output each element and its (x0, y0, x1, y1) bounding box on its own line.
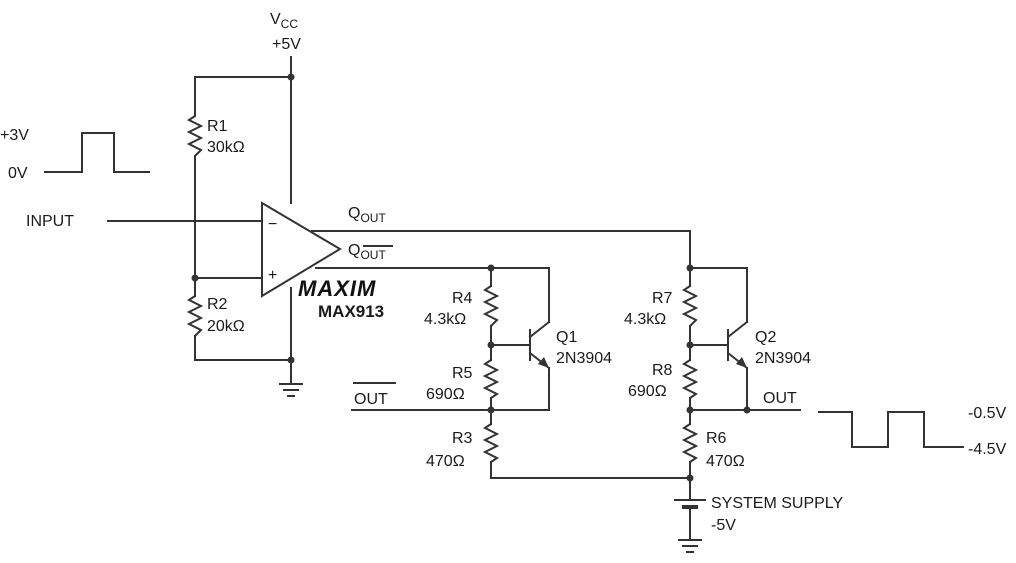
resistor-r1 (186, 115, 204, 157)
system-supply-value: -5V (711, 517, 736, 534)
junction-gnd (287, 356, 295, 364)
r3-value: 470Ω (426, 453, 465, 470)
inverting-pin-label: − (268, 216, 277, 233)
r5-name: R5 (452, 365, 473, 382)
ground-symbol-ic (279, 383, 303, 397)
q1-name: Q1 (556, 329, 577, 346)
q1-part: 2N3904 (556, 350, 612, 367)
input-low-level: 0V (8, 165, 28, 182)
noninverting-pin-label: + (268, 267, 277, 284)
resistor-r3 (482, 423, 500, 463)
resistor-r4 (482, 285, 500, 327)
input-high-level: +3V (0, 127, 29, 144)
q-outbar-label: QOUT (348, 242, 386, 262)
outbar-label: OUT (354, 391, 388, 408)
r3-name: R3 (452, 430, 473, 447)
resistor-r7 (681, 285, 699, 327)
ic-part-number: MAX913 (318, 302, 384, 321)
r1-name: R1 (207, 118, 228, 135)
r2-value: 20kΩ (207, 318, 245, 335)
resistor-r6 (681, 423, 699, 463)
q2-part: 2N3904 (755, 350, 811, 367)
r8-name: R8 (652, 362, 673, 379)
r2-name: R2 (207, 296, 228, 313)
resistor-r2 (186, 295, 204, 337)
q-out-label: QOUT (348, 205, 386, 225)
resistor-r5 (482, 359, 500, 399)
r4-name: R4 (452, 290, 473, 307)
output-low-level: -4.5V (968, 441, 1007, 458)
r6-name: R6 (706, 430, 727, 447)
r8-value: 690Ω (628, 383, 667, 400)
maxim-logo: MAXIM (298, 276, 376, 301)
resistor-r8 (681, 359, 699, 399)
output-high-level: -0.5V (968, 405, 1007, 422)
ground-symbol-supply (678, 539, 702, 553)
output-waveform (818, 411, 964, 448)
r4-value: 4.3kΩ (424, 311, 466, 328)
vcc-value: +5V (272, 36, 301, 53)
r7-value: 4.3kΩ (624, 311, 666, 328)
system-supply-label: SYSTEM SUPPLY (711, 495, 844, 512)
r7-name: R7 (652, 290, 673, 307)
r1-value: 30kΩ (207, 139, 245, 156)
r5-value: 690Ω (426, 386, 465, 403)
out-label: OUT (763, 390, 797, 407)
battery-symbol (674, 499, 706, 509)
q2-name: Q2 (755, 329, 776, 346)
transistor-q1 (528, 320, 551, 370)
r6-value: 470Ω (706, 453, 745, 470)
comparator-max913 (261, 201, 342, 298)
vcc-label: VCC (270, 11, 298, 31)
input-label: INPUT (26, 213, 74, 230)
transistor-q2 (726, 320, 749, 370)
input-waveform (44, 132, 150, 173)
